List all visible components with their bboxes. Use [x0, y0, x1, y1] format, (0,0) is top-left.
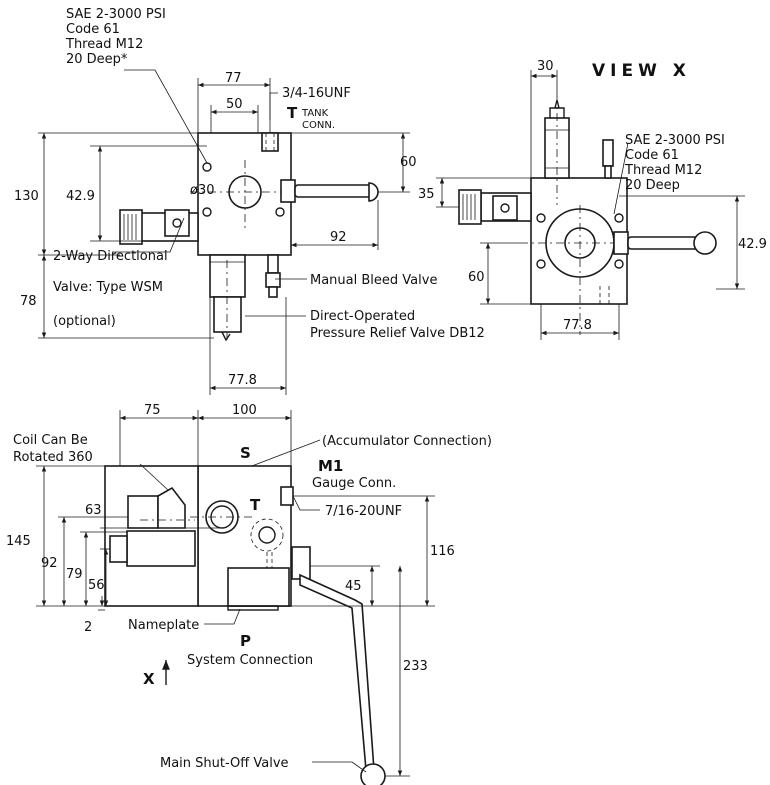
dim-145-label: 145 — [6, 534, 31, 549]
t-port-letter: T — [250, 496, 261, 514]
dim-116-label: 116 — [430, 544, 455, 559]
directional-valve-label-2: Valve: Type WSM — [53, 280, 163, 295]
dim-dia30-label: ø30 — [190, 183, 215, 198]
tank-letter: T — [287, 104, 298, 122]
dim-92-label: 92 — [330, 230, 347, 245]
port-spec-line-1: SAE 2-3000 PSI — [66, 7, 166, 22]
dim-2-label: 2 — [84, 620, 92, 635]
viewx-dim-77-8-label: 77.8 — [563, 318, 592, 333]
dim-79-label: 79 — [66, 567, 83, 582]
viewx-dim-42-9-label: 42.9 — [738, 237, 767, 252]
relief-valve-label-1: Direct-Operated — [310, 309, 415, 324]
dim-100-label: 100 — [232, 403, 257, 418]
accumulator-label: (Accumulator Connection) — [322, 434, 492, 449]
shutoff-valve-label: Main Shut-Off Valve — [160, 756, 289, 771]
view-x — [436, 70, 745, 340]
front-view — [38, 69, 410, 395]
dim-78-label: 78 — [20, 294, 37, 309]
viewx-dim-30-label: 30 — [537, 59, 554, 74]
viewx-port-spec-1: SAE 2-3000 PSI — [625, 133, 725, 148]
nameplate-label: Nameplate — [128, 618, 199, 633]
dim-233-label: 233 — [403, 659, 428, 674]
thread-7-16-label: 7/16-20UNF — [325, 504, 402, 519]
viewx-port-spec-3: Thread M12 — [624, 163, 702, 178]
relief-valve-body — [209, 254, 246, 298]
dim-63-label: 63 — [85, 503, 102, 518]
directional-valve-label-1: 2-Way Directional — [53, 249, 168, 264]
dim-42-9-label: 42.9 — [66, 189, 95, 204]
viewx-port-spec-4: 20 Deep — [625, 178, 680, 193]
bottom-view — [36, 410, 435, 785]
viewx-dim-35-label: 35 — [418, 187, 435, 202]
nameplate-rect — [227, 567, 290, 607]
bleed-valve-label: Manual Bleed Valve — [310, 273, 437, 288]
coil-note-1: Coil Can Be — [13, 433, 88, 448]
gauge-conn-label: Gauge Conn. — [312, 476, 396, 491]
dim-50-label: 50 — [226, 97, 243, 112]
tank-label-1: TANK — [301, 108, 329, 119]
directional-valve-label-3: (optional) — [53, 314, 116, 329]
dim-56-label: 56 — [88, 578, 105, 593]
dim-60-label: 60 — [400, 155, 417, 170]
viewx-port-spec-2: Code 61 — [625, 148, 679, 163]
system-connection-label: System Connection — [187, 653, 313, 668]
viewx-dim-60-label: 60 — [468, 270, 485, 285]
dim-92-bottom-label: 92 — [41, 556, 58, 571]
s-port-letter: S — [240, 444, 251, 462]
dim-45-label: 45 — [345, 579, 362, 594]
port-spec-line-2: Code 61 — [66, 22, 120, 37]
x-view-arrow-letter: X — [143, 670, 155, 688]
port-spec-line-4: 20 Deep* — [66, 52, 128, 67]
dim-77-8-label: 77.8 — [228, 373, 257, 388]
relief-valve-label-2: Pressure Relief Valve DB12 — [310, 326, 485, 341]
view-x-title: VIEW X — [592, 61, 691, 81]
tank-thread-label: 3/4-16UNF — [282, 86, 351, 101]
dim-77-label: 77 — [225, 71, 242, 86]
p-port-letter: P — [240, 632, 251, 650]
tank-label-2: CONN. — [302, 120, 335, 131]
port-spec-line-3: Thread M12 — [65, 37, 143, 52]
dim-130-label: 130 — [14, 189, 39, 204]
coil-note-2: Rotated 360 — [13, 450, 93, 465]
dim-75-label: 75 — [144, 403, 161, 418]
m1-port-letter: M1 — [318, 457, 343, 475]
